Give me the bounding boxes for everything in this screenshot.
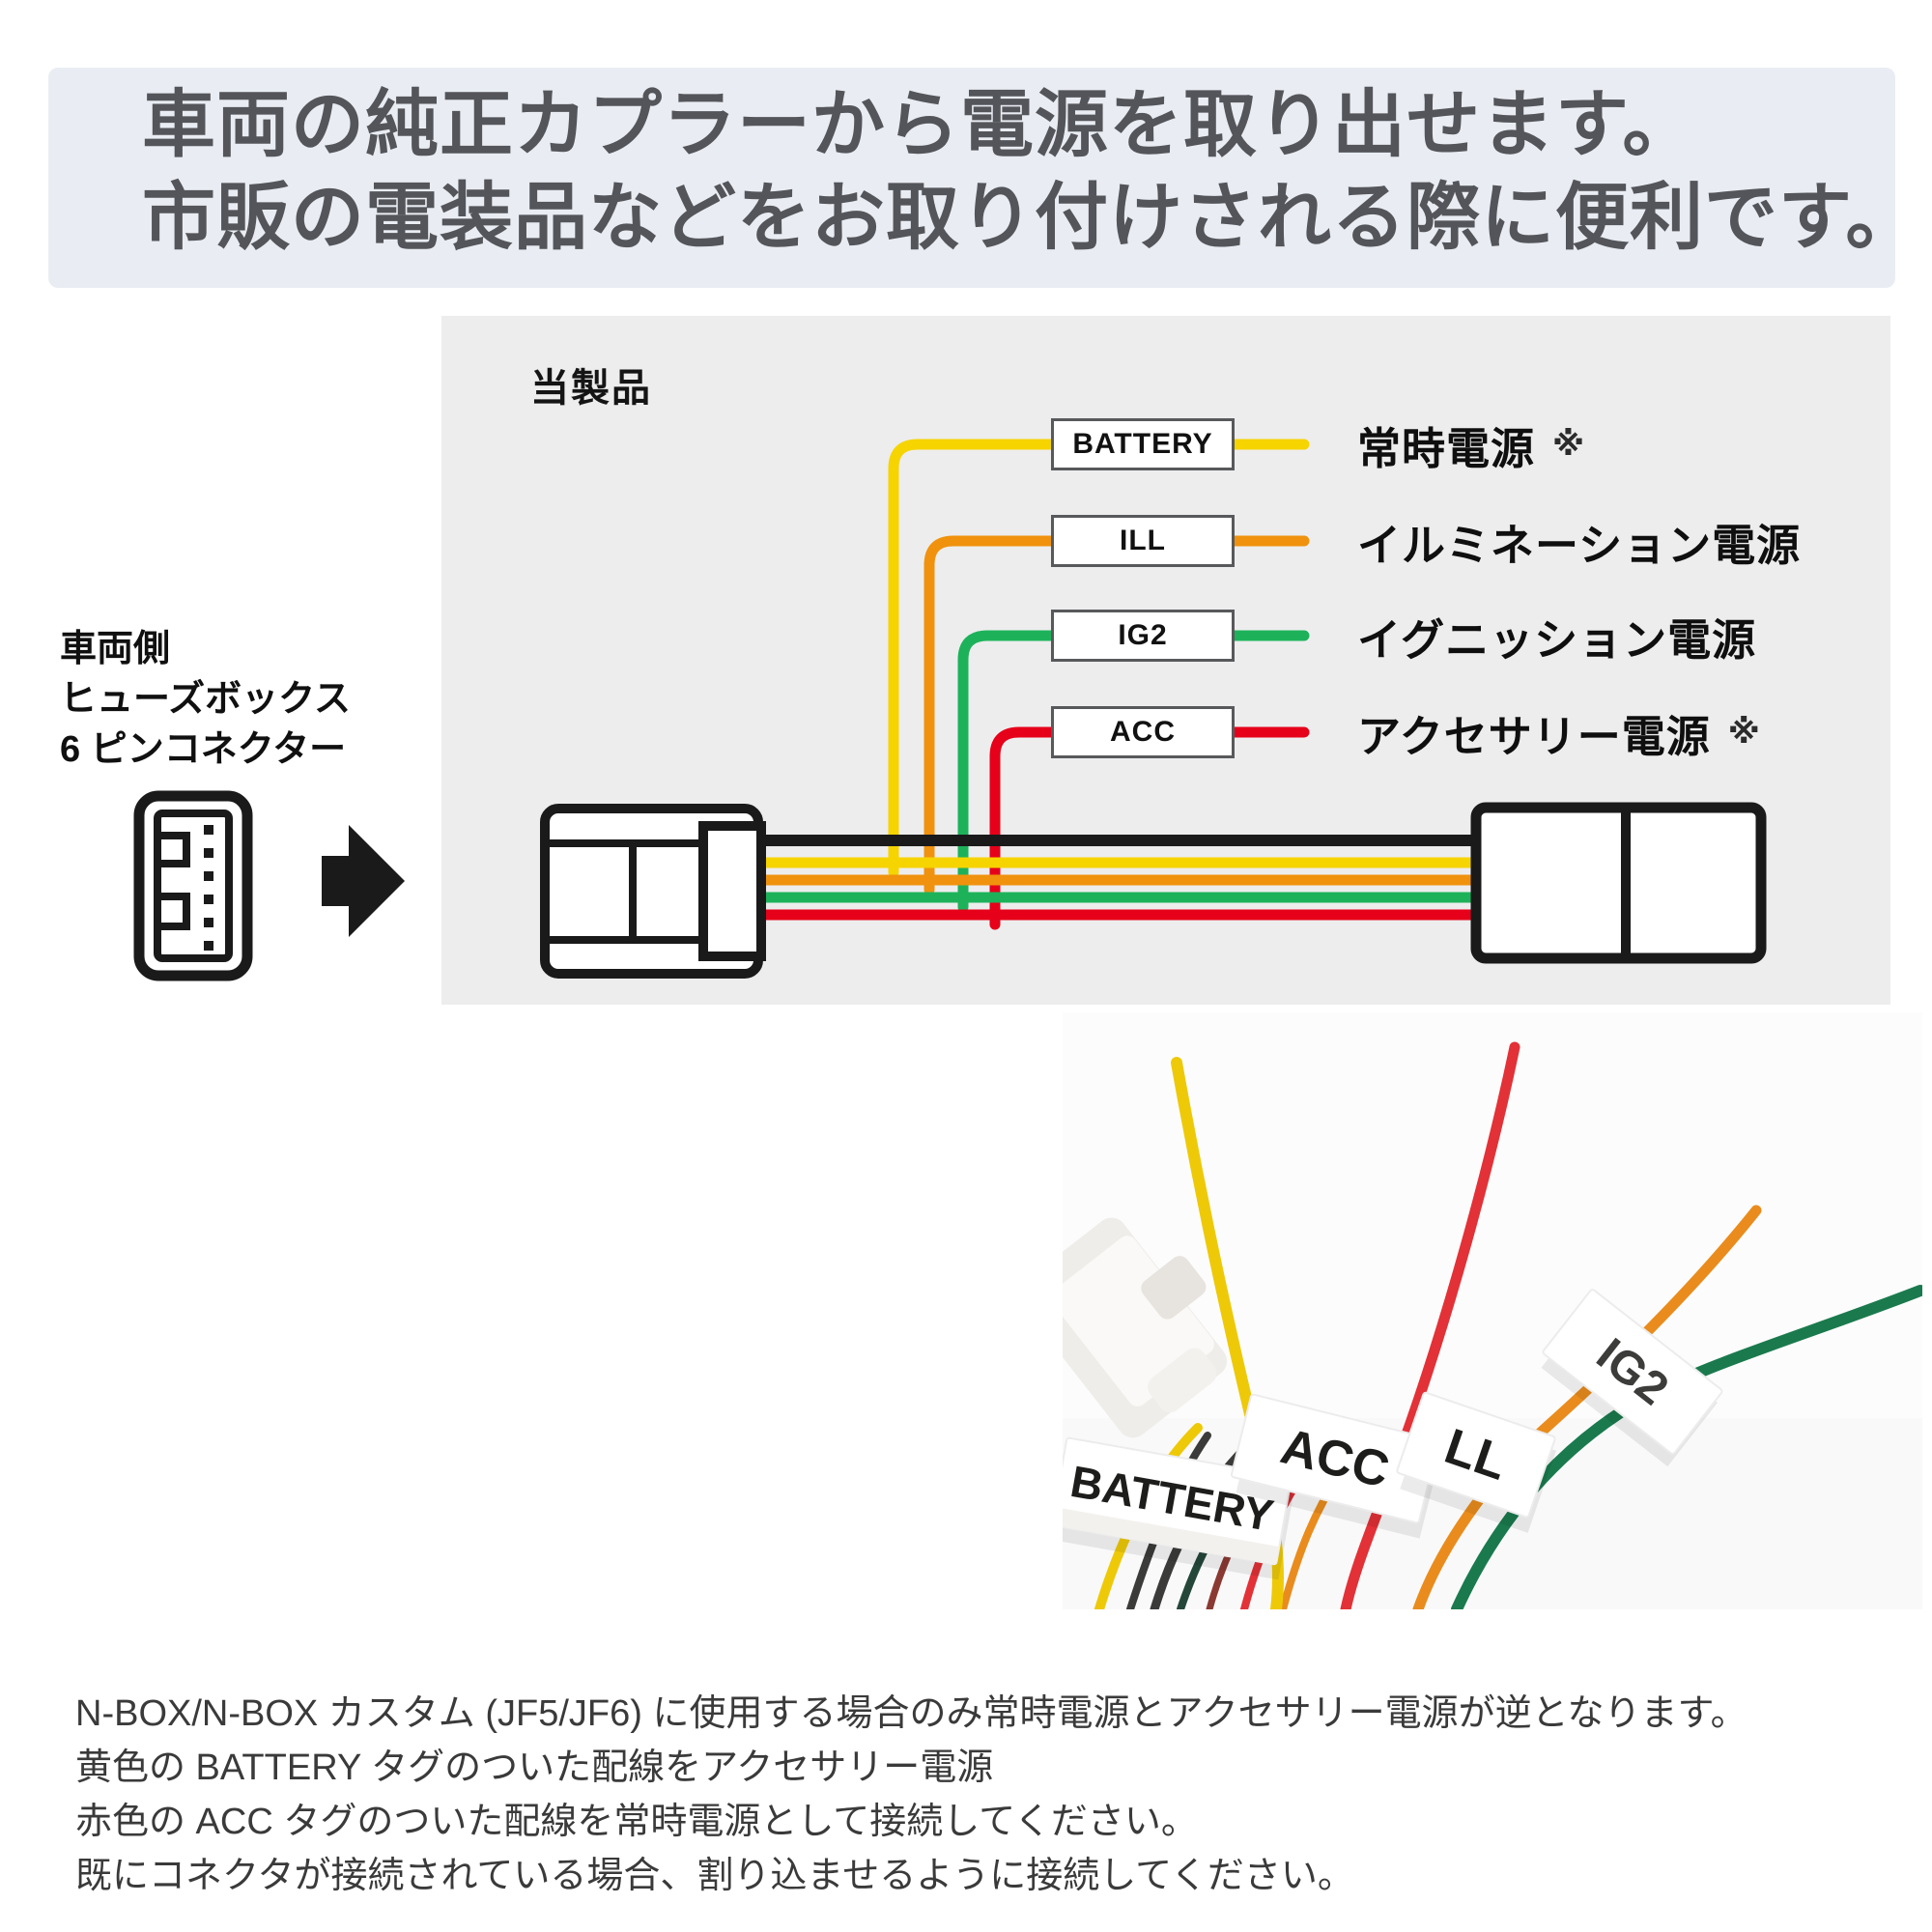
note-line-1: N-BOX/N-BOX カスタム (JF5/JF6) に使用する場合のみ常時電源…	[75, 1693, 1747, 1734]
banner-text: 車両の純正カプラーから電源を取り出せます。 市販の電装品などをお取り付けされる際…	[142, 79, 1919, 265]
asterisk-mark-acc: ※	[1727, 714, 1761, 751]
product-label: 当製品	[530, 367, 652, 410]
note-line-3: 赤色の ACC タグのついた配線を常時電源として接続してください。	[75, 1802, 1198, 1842]
acc-wire-branch	[989, 726, 1310, 930]
note-line-4: 既にコネクタが接続されている場合、割り込ませるように接続してください。	[75, 1856, 1354, 1896]
photo-tag-ig2: IG2	[1541, 1289, 1723, 1467]
power-label-ig2-text: イグニッション電源	[1357, 614, 1757, 665]
tagged-wires-photo: BATTERY ACC LL IG2	[1063, 1012, 1922, 1609]
pin-dots	[204, 825, 213, 951]
header-banner: 車両の純正カプラーから電源を取り出せます。 市販の電装品などをお取り付けされる際…	[48, 68, 1918, 288]
vehicle-side-line-2: ヒューズボックス	[60, 679, 351, 720]
asterisk-mark-battery: ※	[1552, 426, 1586, 463]
banner-line-2: 市販の電装品などをお取り付けされる際に便利です。	[142, 177, 1920, 259]
photo-orange-wire	[1412, 1205, 1762, 1609]
fuse-box-connector-icon	[133, 790, 253, 981]
power-label-acc-text: アクセサリー電源	[1357, 711, 1711, 761]
photo-tag-battery: BATTERY	[1063, 1436, 1294, 1580]
vehicle-side-line-1: 車両側	[60, 629, 171, 669]
photo-red-wire	[1340, 1041, 1520, 1609]
ill-wire-branch	[923, 535, 1310, 895]
photo-white-connector	[1063, 1217, 1228, 1438]
ig2-wire-branch	[957, 630, 1310, 913]
wire-tag-box-battery: BATTERY	[1051, 418, 1235, 470]
photo-tag-acc: ACC	[1230, 1393, 1441, 1539]
note-line-2: 黄色の BATTERY タグのついた配線をアクセサリー電源	[75, 1747, 994, 1788]
photo-tag-ill: LL	[1396, 1391, 1556, 1533]
power-label-acc: アクセサリー電源 ※	[1357, 705, 1761, 761]
right-arrow-icon	[322, 825, 405, 937]
wire-tag-box-ill: ILL	[1051, 515, 1235, 567]
power-label-ill: イルミネーション電源	[1357, 514, 1818, 570]
wire-tag-box-ig2: IG2	[1051, 610, 1235, 662]
banner-line-1: 車両の純正カプラーから電源を取り出せます。	[142, 84, 1697, 166]
power-label-battery-text: 常時電源	[1357, 423, 1536, 473]
battery-wire-branch	[888, 439, 1310, 878]
wire-tag-box-acc: ACC	[1051, 706, 1235, 758]
power-label-ig2: イグニッション電源	[1357, 609, 1774, 665]
wiring-diagram-panel: 当製品	[441, 316, 1890, 1005]
wiring-diagram	[540, 439, 1767, 979]
product-connector-left	[540, 804, 766, 979]
product-connector-right	[1470, 802, 1767, 964]
power-label-ill-text: イルミネーション電源	[1357, 520, 1802, 570]
vehicle-side-line-3: 6 ピンコネクター	[60, 729, 347, 770]
power-label-battery: 常時電源 ※	[1357, 417, 1586, 473]
